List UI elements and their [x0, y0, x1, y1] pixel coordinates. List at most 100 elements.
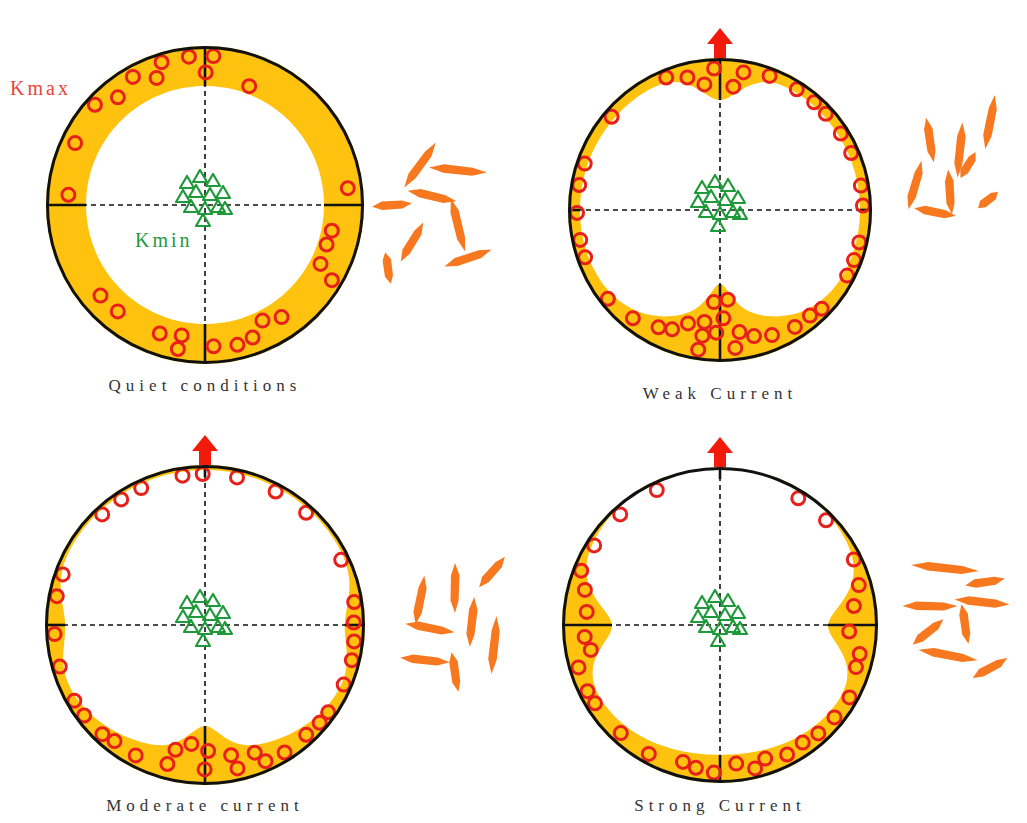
kmax-pole [682, 317, 695, 330]
kmax-pole [710, 326, 723, 339]
kmin-pole [691, 610, 705, 622]
kmax-pole [852, 579, 865, 592]
kmax-pole [828, 711, 841, 724]
grain-shape [465, 597, 478, 648]
kmax-pole [243, 80, 256, 93]
grain-shape [904, 160, 926, 211]
kmax-pole [196, 468, 209, 481]
kmax-pole [854, 179, 867, 192]
kmax-pole [573, 179, 586, 192]
kmax-pole [574, 233, 587, 246]
kmax-pole [677, 755, 690, 768]
kmax-pole [796, 736, 809, 749]
axis-tick [45, 624, 65, 627]
stereonet-fabric [46, 46, 493, 364]
grain-shape [429, 163, 488, 177]
dashed-axis [46, 204, 364, 206]
net-border [570, 60, 871, 361]
kmax-pole [737, 66, 750, 79]
kmax-pole [345, 654, 358, 667]
kmax-pole [169, 743, 182, 756]
kmin-pole [721, 179, 735, 191]
kmax-pole [788, 320, 801, 333]
kmax-pole [182, 50, 195, 63]
kmax-pole [56, 568, 69, 581]
kmin-pole [206, 174, 220, 186]
kmax-pole [207, 50, 220, 63]
circle-outline [45, 465, 365, 785]
kmin-pole [691, 195, 705, 207]
kmax-pole [642, 747, 655, 760]
kmax-pole [150, 71, 163, 84]
kmax-pole [681, 71, 694, 84]
kmin-pole [708, 590, 722, 602]
panel-caption: Weak Current [643, 384, 797, 404]
panel-caption: Moderate current [106, 796, 304, 816]
kmin-pole [733, 207, 747, 219]
kmax-pole [733, 326, 746, 339]
kmax-pole [660, 71, 673, 84]
current-arrow [707, 437, 733, 467]
kmax-pole [730, 757, 743, 770]
kmax-pole [766, 329, 779, 342]
kmin-pole [731, 191, 745, 203]
kmax-pole [749, 762, 762, 775]
net-border [564, 469, 877, 782]
kmax-pole [161, 758, 174, 771]
kmin-pole [216, 186, 230, 198]
dashed-axis [568, 209, 872, 211]
kmin-pole [184, 200, 198, 212]
net-border [48, 48, 363, 363]
kmax-pole [707, 296, 720, 309]
grain-shape [400, 653, 451, 666]
kmax-pole [175, 329, 188, 342]
kmax-pole [579, 251, 592, 264]
kmin-pole [733, 622, 747, 634]
axis-tick [562, 624, 612, 627]
kmin-pole [731, 606, 745, 618]
current-arrow [192, 435, 218, 465]
grain-shape [903, 602, 958, 611]
kmax-pole [53, 660, 66, 673]
kmax-band [45, 465, 365, 785]
band-interior [580, 82, 860, 316]
kmax-pole [692, 343, 705, 356]
kmax-pole [108, 735, 121, 748]
grain-shape [957, 604, 973, 645]
kmax-pole [652, 321, 665, 334]
grain-shape [914, 204, 957, 220]
kmax-pole [698, 316, 711, 329]
grain-shape [476, 554, 509, 590]
grain-shape [407, 186, 458, 205]
kmax-pole [848, 254, 861, 267]
kmin-pole [203, 608, 217, 620]
grain-shape [918, 645, 979, 664]
kmin-pole [184, 620, 198, 632]
kmax-pole [614, 727, 627, 740]
kmax-pole [853, 648, 866, 661]
kmax-pole [748, 330, 761, 343]
kmax-pole [62, 188, 75, 201]
kmax-pole [856, 199, 869, 212]
kmax-pole [850, 661, 863, 674]
grain-shape [405, 619, 456, 637]
kmax-pole [721, 293, 734, 306]
kmax-pole [698, 78, 711, 91]
grain-shape [372, 199, 413, 211]
kmax-pole [129, 749, 142, 762]
kmin-pole [198, 202, 212, 214]
kmax-pole [153, 327, 166, 340]
kmin-pole [711, 634, 725, 646]
kmax-pole [185, 737, 198, 750]
kmax-pole [231, 338, 244, 351]
kmax-pole [812, 727, 825, 740]
axis-label: Kmax [10, 76, 71, 100]
kmax-pole [581, 685, 594, 698]
kmin-pole [196, 214, 210, 226]
kmax-pole [225, 749, 238, 762]
kmax-pole [48, 628, 61, 641]
kmax-pole [347, 616, 360, 629]
grain-shape [975, 188, 1001, 212]
kmax-pole [171, 343, 184, 356]
kmin-pole [718, 193, 732, 205]
